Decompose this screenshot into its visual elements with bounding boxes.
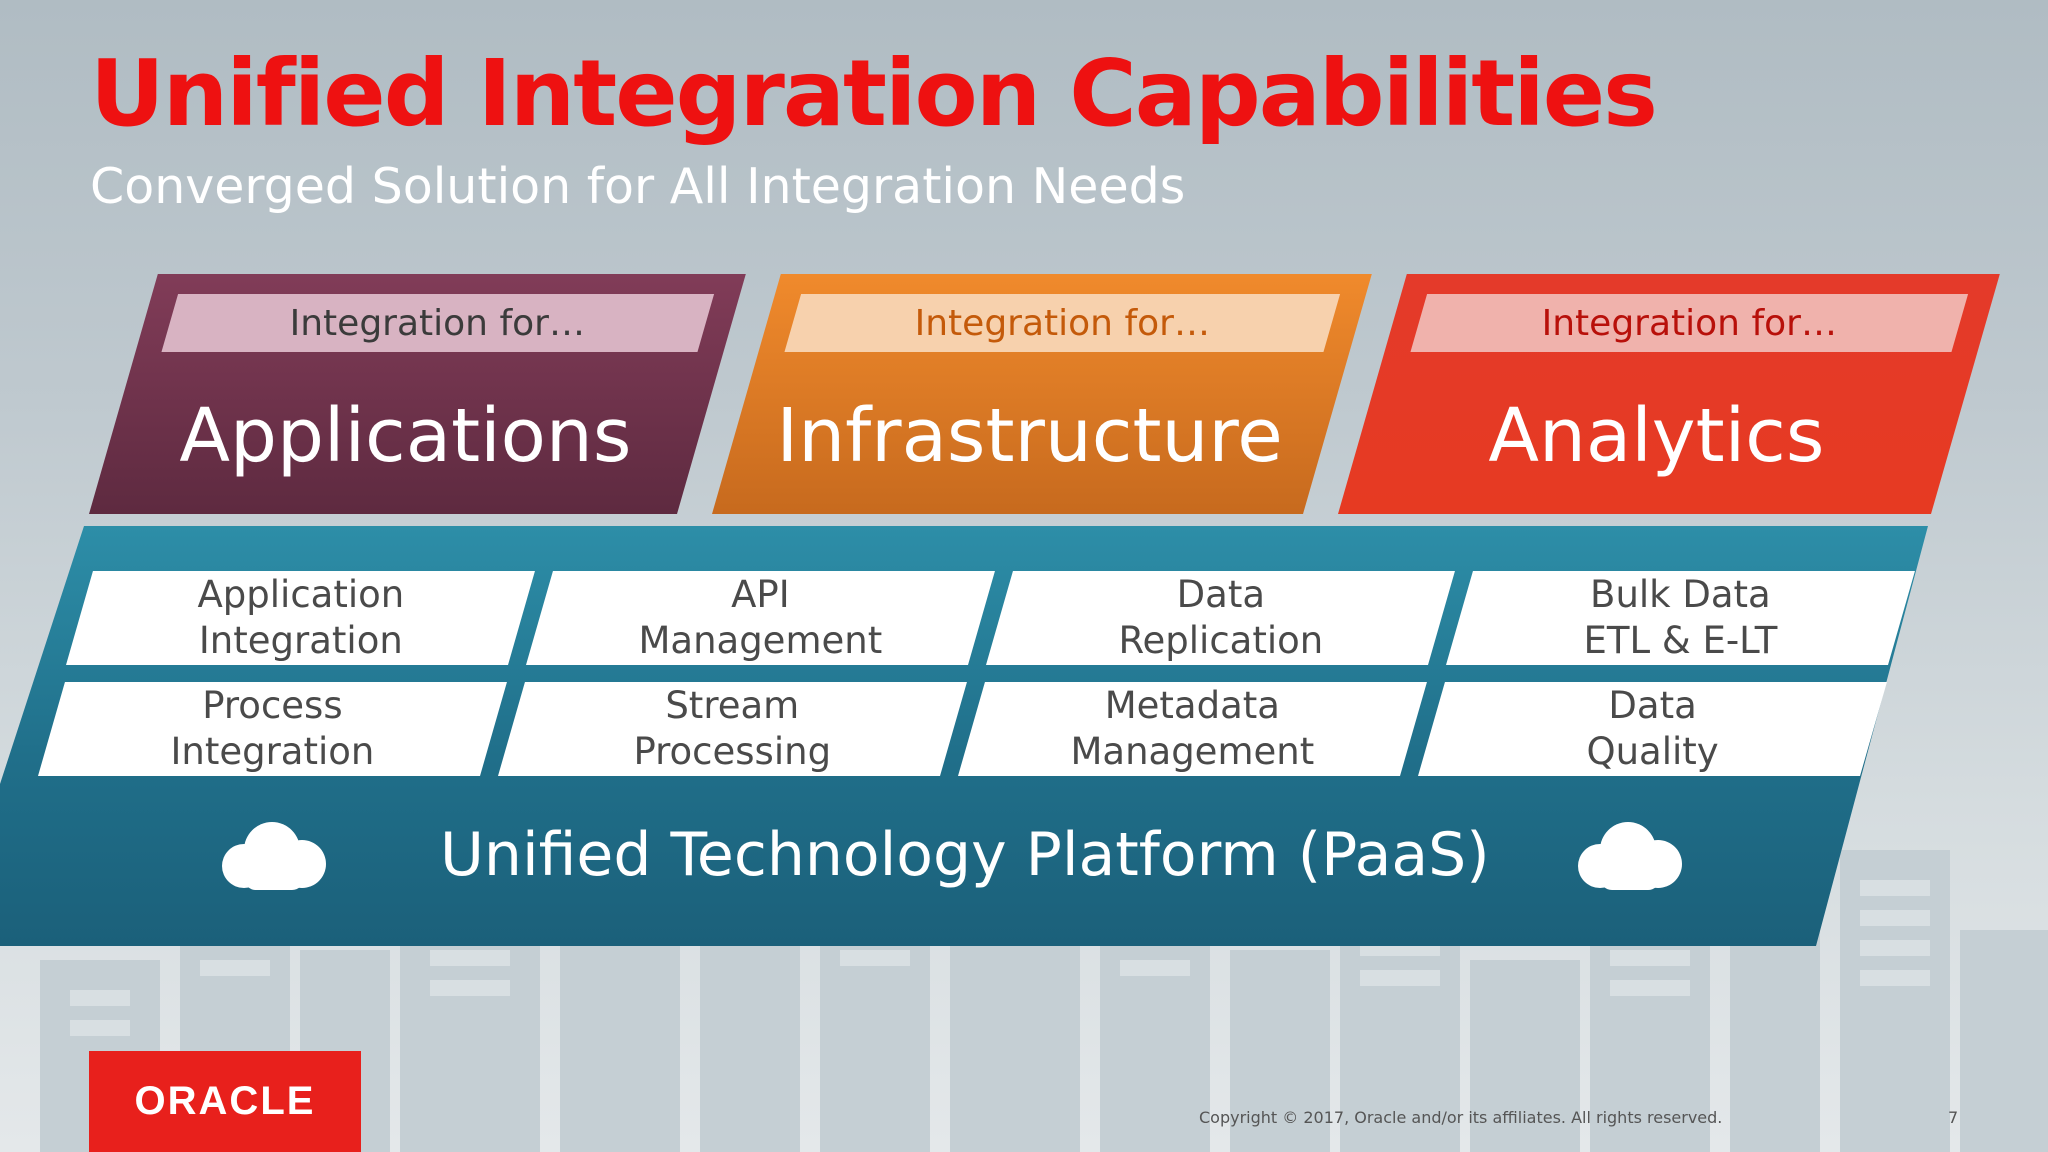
capability-box: Stream Processing bbox=[498, 682, 967, 776]
capability-label: Process Integration bbox=[170, 684, 375, 773]
capability-box: Bulk Data ETL & E-LT bbox=[1446, 571, 1915, 665]
copyright-notice: Copyright © 2017, Oracle and/or its affi… bbox=[1199, 1108, 1723, 1127]
capability-label: Bulk Data ETL & E-LT bbox=[1583, 573, 1778, 662]
oracle-logo: ORACLE bbox=[89, 1051, 361, 1152]
cloud-icon bbox=[1578, 822, 1682, 890]
oracle-logo-text: ORACLE bbox=[134, 1079, 316, 1123]
capability-box: Data Quality bbox=[1418, 682, 1887, 776]
capability-label: Data Replication bbox=[1118, 573, 1323, 662]
capability-label: Metadata Management bbox=[1070, 684, 1315, 773]
page-number: 7 bbox=[1948, 1108, 1959, 1127]
pillar-tag: Integration for… bbox=[784, 294, 1341, 352]
capability-box: Data Replication bbox=[986, 571, 1455, 665]
pillar-heading: Infrastructure bbox=[776, 393, 1284, 479]
capability-box: API Management bbox=[526, 571, 995, 665]
capability-label: Application Integration bbox=[197, 573, 404, 662]
capability-label: API Management bbox=[638, 573, 883, 662]
pillar-tag: Integration for… bbox=[1410, 294, 1969, 352]
platform-label: Unified Technology Platform (PaaS) bbox=[440, 820, 1490, 890]
pillar-applications: Integration for… Applications bbox=[89, 274, 746, 514]
slide-subtitle: Converged Solution for All Integration N… bbox=[90, 158, 1186, 215]
capability-box: Process Integration bbox=[38, 682, 507, 776]
capability-label: Stream Processing bbox=[633, 684, 832, 773]
capability-box: Application Integration bbox=[66, 571, 535, 665]
slide-title: Unified Integration Capabilities bbox=[90, 40, 1658, 147]
pillar-tag: Integration for… bbox=[161, 294, 715, 352]
capability-box: Metadata Management bbox=[958, 682, 1427, 776]
cloud-icon bbox=[222, 822, 326, 890]
pillar-infrastructure: Integration for… Infrastructure bbox=[712, 274, 1372, 514]
pillar-heading: Applications bbox=[179, 393, 632, 479]
pillar-heading: Analytics bbox=[1488, 393, 1825, 479]
pillar-analytics: Integration for… Analytics bbox=[1338, 274, 2000, 514]
capability-label: Data Quality bbox=[1586, 684, 1719, 773]
